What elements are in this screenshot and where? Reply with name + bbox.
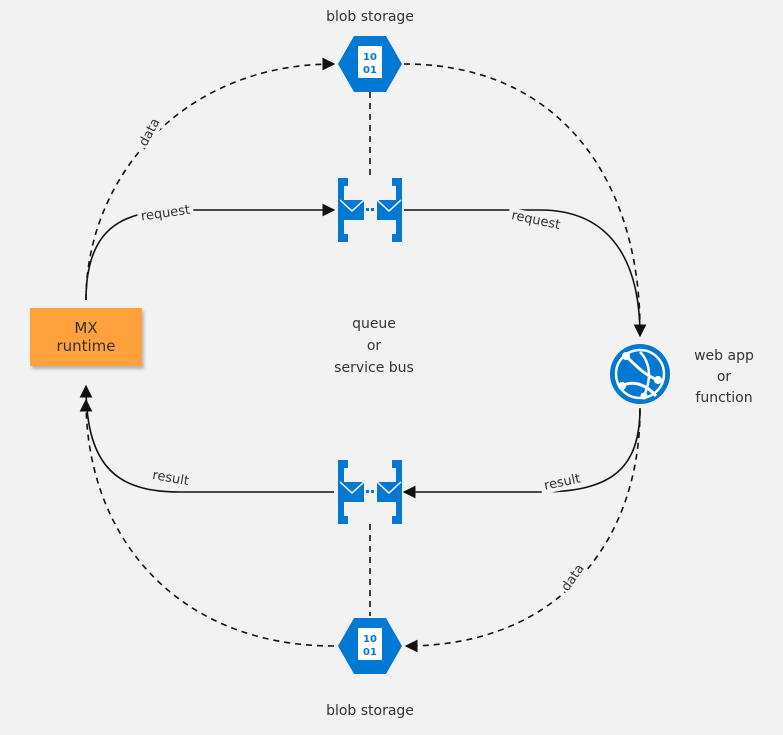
edge-label-data-bottom: data xyxy=(557,560,589,596)
queue-icon xyxy=(338,460,402,524)
web-app-globe-icon xyxy=(610,344,670,404)
edge-label-request-left: request xyxy=(136,202,195,225)
svg-text:.data: .data xyxy=(134,116,163,153)
edge-request-to-queue xyxy=(85,203,336,301)
svg-text:01: 01 xyxy=(363,65,377,76)
mx-runtime-label-line2: runtime xyxy=(56,337,116,355)
blob-top-label: blob storage xyxy=(326,9,414,25)
edge-label-data-top: .data xyxy=(133,114,164,154)
svg-text:result: result xyxy=(151,468,190,489)
queue-label-line2: or xyxy=(367,338,382,354)
web-app-label-line3: function xyxy=(695,390,752,406)
queue-label-line3: service bus xyxy=(334,360,414,376)
svg-text:request: request xyxy=(510,208,561,233)
blob-storage-icon: 10 01 xyxy=(338,618,402,674)
svg-text:10: 10 xyxy=(363,634,377,645)
web-app-label-line1: web app xyxy=(694,348,754,364)
edge-result-to-mx-runtime xyxy=(79,384,334,493)
edge-data-to-bottom-blob xyxy=(404,409,641,653)
blob-storage-icon: 10 01 xyxy=(338,36,402,92)
edge-request-to-web-app xyxy=(404,209,647,338)
web-app-label-line2: or xyxy=(717,369,732,385)
edge-label-result-right: result xyxy=(539,470,586,495)
edge-top-blob-to-web-app xyxy=(403,63,641,331)
edge-data-to-top-blob xyxy=(85,57,336,301)
edge-bottom-blob-to-mx-runtime xyxy=(79,398,335,647)
svg-text:result: result xyxy=(543,471,582,493)
mx-runtime-label-line1: MX xyxy=(74,319,98,337)
queue-icon xyxy=(338,178,402,242)
queue-label-line1: queue xyxy=(352,316,396,332)
svg-text:01: 01 xyxy=(363,647,377,658)
edge-label-result-left: result xyxy=(147,467,194,490)
blob-bottom-label: blob storage xyxy=(326,703,414,719)
svg-text:request: request xyxy=(140,203,191,225)
edge-result-to-queue xyxy=(402,407,641,499)
svg-text:10: 10 xyxy=(363,52,377,63)
mx-runtime-node: MX runtime xyxy=(30,308,142,366)
